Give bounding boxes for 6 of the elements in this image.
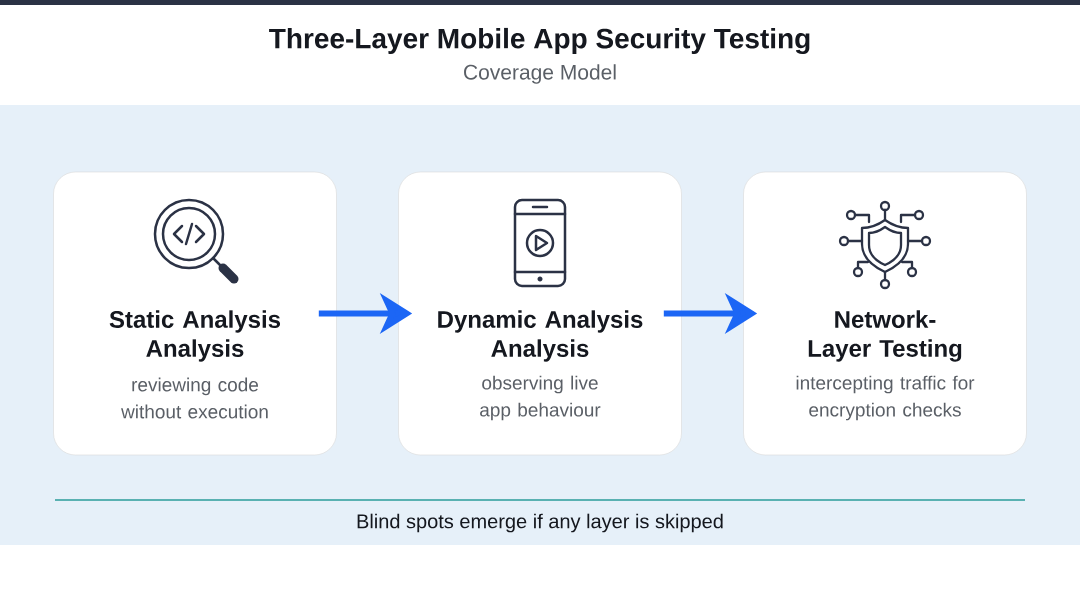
- title: Three-Layer Mobile App Security Testing: [269, 27, 810, 55]
- footnote: Blind spots emerge if any layer is skipped: [357, 513, 723, 533]
- subtitle: Coverage Model: [464, 64, 616, 84]
- card: Dynamic Analysis Analysis observing live app behaviour: [398, 171, 682, 456]
- card: Static Analysis Analysis reviewing code without execution: [53, 171, 337, 456]
- card: Network-Layer Testing intercepting traffic for encryption checks: [743, 171, 1027, 456]
